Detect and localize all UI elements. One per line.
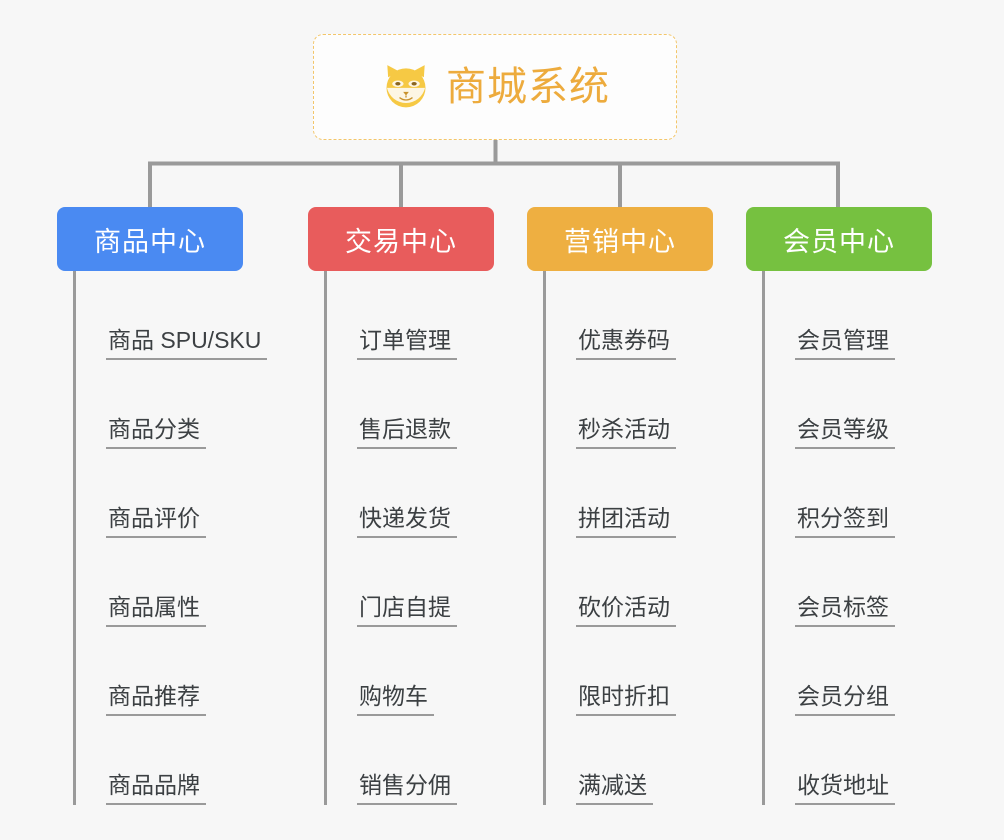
leaf-label: 商品推荐 <box>106 684 206 716</box>
leaf-label: 满减送 <box>576 773 653 805</box>
leaf-label: 会员等级 <box>795 417 895 449</box>
leaf-label: 会员标签 <box>795 595 895 627</box>
leaf-item[interactable]: 砍价活动 <box>543 538 676 627</box>
leaf-label: 限时折扣 <box>576 684 676 716</box>
leaf-column-product-center: 商品 SPU/SKU 商品分类 商品评价 商品属性 商品推荐 商品品牌 <box>73 271 268 805</box>
leaf-label: 优惠券码 <box>576 328 676 360</box>
leaf-label: 销售分佣 <box>357 773 457 805</box>
leaf-item[interactable]: 购物车 <box>324 627 457 716</box>
leaf-item[interactable]: 优惠券码 <box>543 271 676 360</box>
leaf-item[interactable]: 商品评价 <box>73 449 267 538</box>
branch-spine <box>73 271 76 805</box>
root-node[interactable]: 商城系统 <box>313 34 677 140</box>
root-title: 商城系统 <box>446 65 610 109</box>
leaf-item[interactable]: 销售分佣 <box>324 716 457 805</box>
branch-label: 交易中心 <box>345 226 457 257</box>
leaf-label: 商品品牌 <box>106 773 206 805</box>
leaf-label: 收货地址 <box>795 773 895 805</box>
branch-node-marketing-center[interactable]: 营销中心 <box>527 207 713 271</box>
leaf-item[interactable]: 拼团活动 <box>543 449 676 538</box>
leaf-label: 积分签到 <box>795 506 895 538</box>
leaf-label: 快递发货 <box>357 506 457 538</box>
leaf-label: 购物车 <box>357 684 434 716</box>
branch-spine <box>324 271 327 805</box>
branch-label: 营销中心 <box>564 226 676 257</box>
branch-node-product-center[interactable]: 商品中心 <box>57 207 243 271</box>
leaf-label: 订单管理 <box>357 328 457 360</box>
leaf-item[interactable]: 商品分类 <box>73 360 267 449</box>
leaf-column-marketing-center: 优惠券码 秒杀活动 拼团活动 砍价活动 限时折扣 满减送 <box>543 271 676 805</box>
leaf-item[interactable]: 门店自提 <box>324 538 457 627</box>
leaf-item[interactable]: 限时折扣 <box>543 627 676 716</box>
leaf-item[interactable]: 快递发货 <box>324 449 457 538</box>
leaf-label: 秒杀活动 <box>576 417 676 449</box>
branch-label: 会员中心 <box>783 226 895 257</box>
leaf-label: 拼团活动 <box>576 506 676 538</box>
leaf-item[interactable]: 会员管理 <box>762 271 895 360</box>
leaf-item[interactable]: 会员标签 <box>762 538 895 627</box>
shiba-dog-icon <box>386 65 426 108</box>
leaf-label: 商品 SPU/SKU <box>106 328 268 360</box>
branch-label: 商品中心 <box>94 226 206 257</box>
leaf-item[interactable]: 秒杀活动 <box>543 360 676 449</box>
leaf-label: 砍价活动 <box>576 595 676 627</box>
leaf-label: 会员管理 <box>795 328 895 360</box>
leaf-label: 售后退款 <box>357 417 457 449</box>
leaf-column-member-center: 会员管理 会员等级 积分签到 会员标签 会员分组 收货地址 <box>762 271 895 805</box>
branch-spine <box>543 271 546 805</box>
leaf-label: 商品分类 <box>106 417 206 449</box>
leaf-column-trade-center: 订单管理 售后退款 快递发货 门店自提 购物车 销售分佣 <box>324 271 457 805</box>
leaf-item[interactable]: 会员分组 <box>762 627 895 716</box>
branch-node-member-center[interactable]: 会员中心 <box>746 207 932 271</box>
branch-spine <box>762 271 765 805</box>
leaf-item[interactable]: 会员等级 <box>762 360 895 449</box>
leaf-item[interactable]: 积分签到 <box>762 449 895 538</box>
leaf-item[interactable]: 商品属性 <box>73 538 267 627</box>
leaf-item[interactable]: 收货地址 <box>762 716 895 805</box>
leaf-label: 会员分组 <box>795 684 895 716</box>
leaf-label: 门店自提 <box>357 595 457 627</box>
leaf-item[interactable]: 商品推荐 <box>73 627 267 716</box>
leaf-item[interactable]: 商品 SPU/SKU <box>73 271 268 360</box>
branch-node-trade-center[interactable]: 交易中心 <box>308 207 494 271</box>
leaf-label: 商品属性 <box>106 595 206 627</box>
leaf-item[interactable]: 满减送 <box>543 716 676 805</box>
leaf-item[interactable]: 售后退款 <box>324 360 457 449</box>
leaf-item[interactable]: 商品品牌 <box>73 716 267 805</box>
leaf-item[interactable]: 订单管理 <box>324 271 457 360</box>
leaf-label: 商品评价 <box>106 506 206 538</box>
